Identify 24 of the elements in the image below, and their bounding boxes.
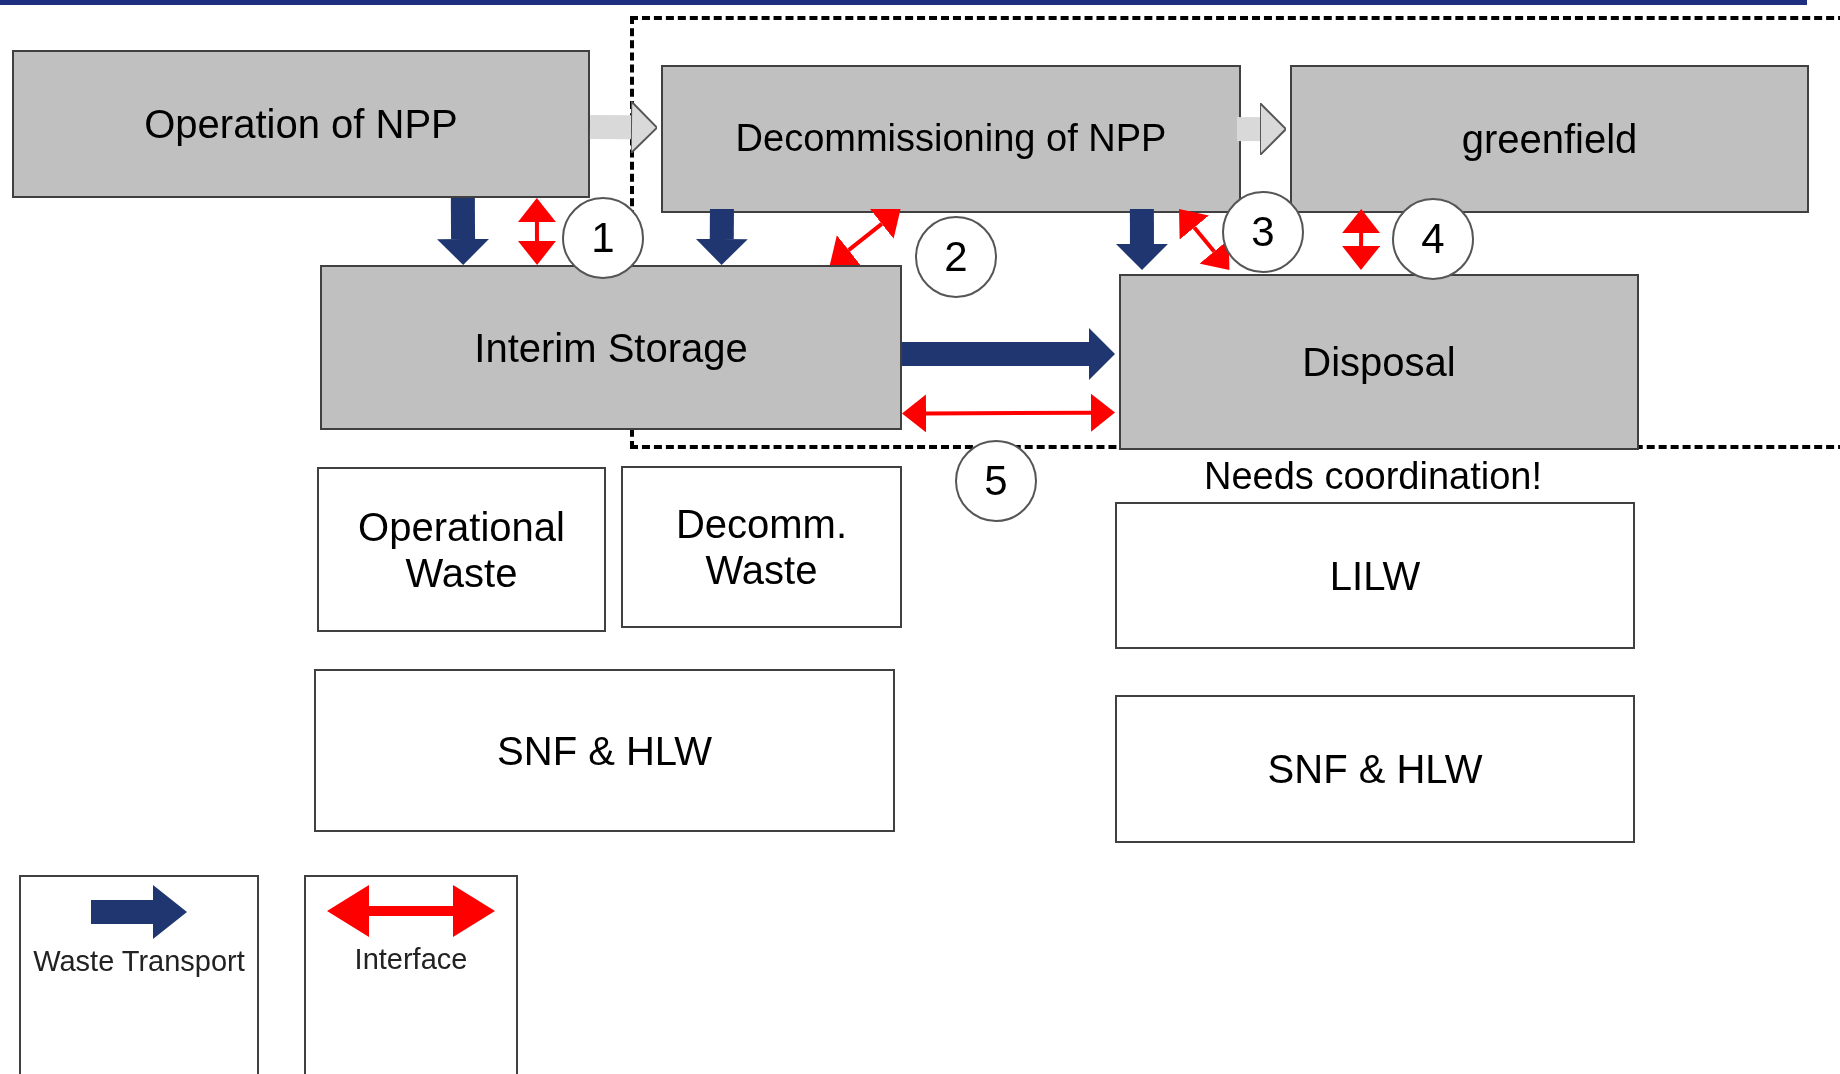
process-box: Interim Storage xyxy=(320,265,902,430)
transport-arrow xyxy=(1237,102,1287,157)
interface-arrow xyxy=(517,198,556,265)
category-box: Decomm. Waste xyxy=(621,466,902,628)
transport-arrow xyxy=(589,100,658,155)
category-box: LILW xyxy=(1115,502,1635,649)
category-box: SNF & HLW xyxy=(1115,695,1635,843)
legend-text: Waste Transport xyxy=(33,944,245,979)
process-box: Decommissioning of NPP xyxy=(661,65,1241,213)
category-box: Operational Waste xyxy=(317,467,606,632)
transport-arrow xyxy=(437,197,490,265)
transport-arrow xyxy=(695,208,748,265)
interface-arrow xyxy=(829,209,901,265)
legend-text: Interface xyxy=(354,942,468,977)
transport-arrow xyxy=(1115,208,1168,270)
transport-arrow xyxy=(902,327,1115,380)
category-box: SNF & HLW xyxy=(314,669,895,832)
process-box: Operation of NPP xyxy=(12,50,590,198)
process-box: Disposal xyxy=(1119,274,1639,450)
note-text: Needs coordination! xyxy=(1204,455,1542,499)
interface-arrow xyxy=(902,393,1115,433)
interface-arrow xyxy=(1179,209,1230,270)
process-box: greenfield xyxy=(1290,65,1809,213)
interface-arrow xyxy=(1342,209,1381,270)
